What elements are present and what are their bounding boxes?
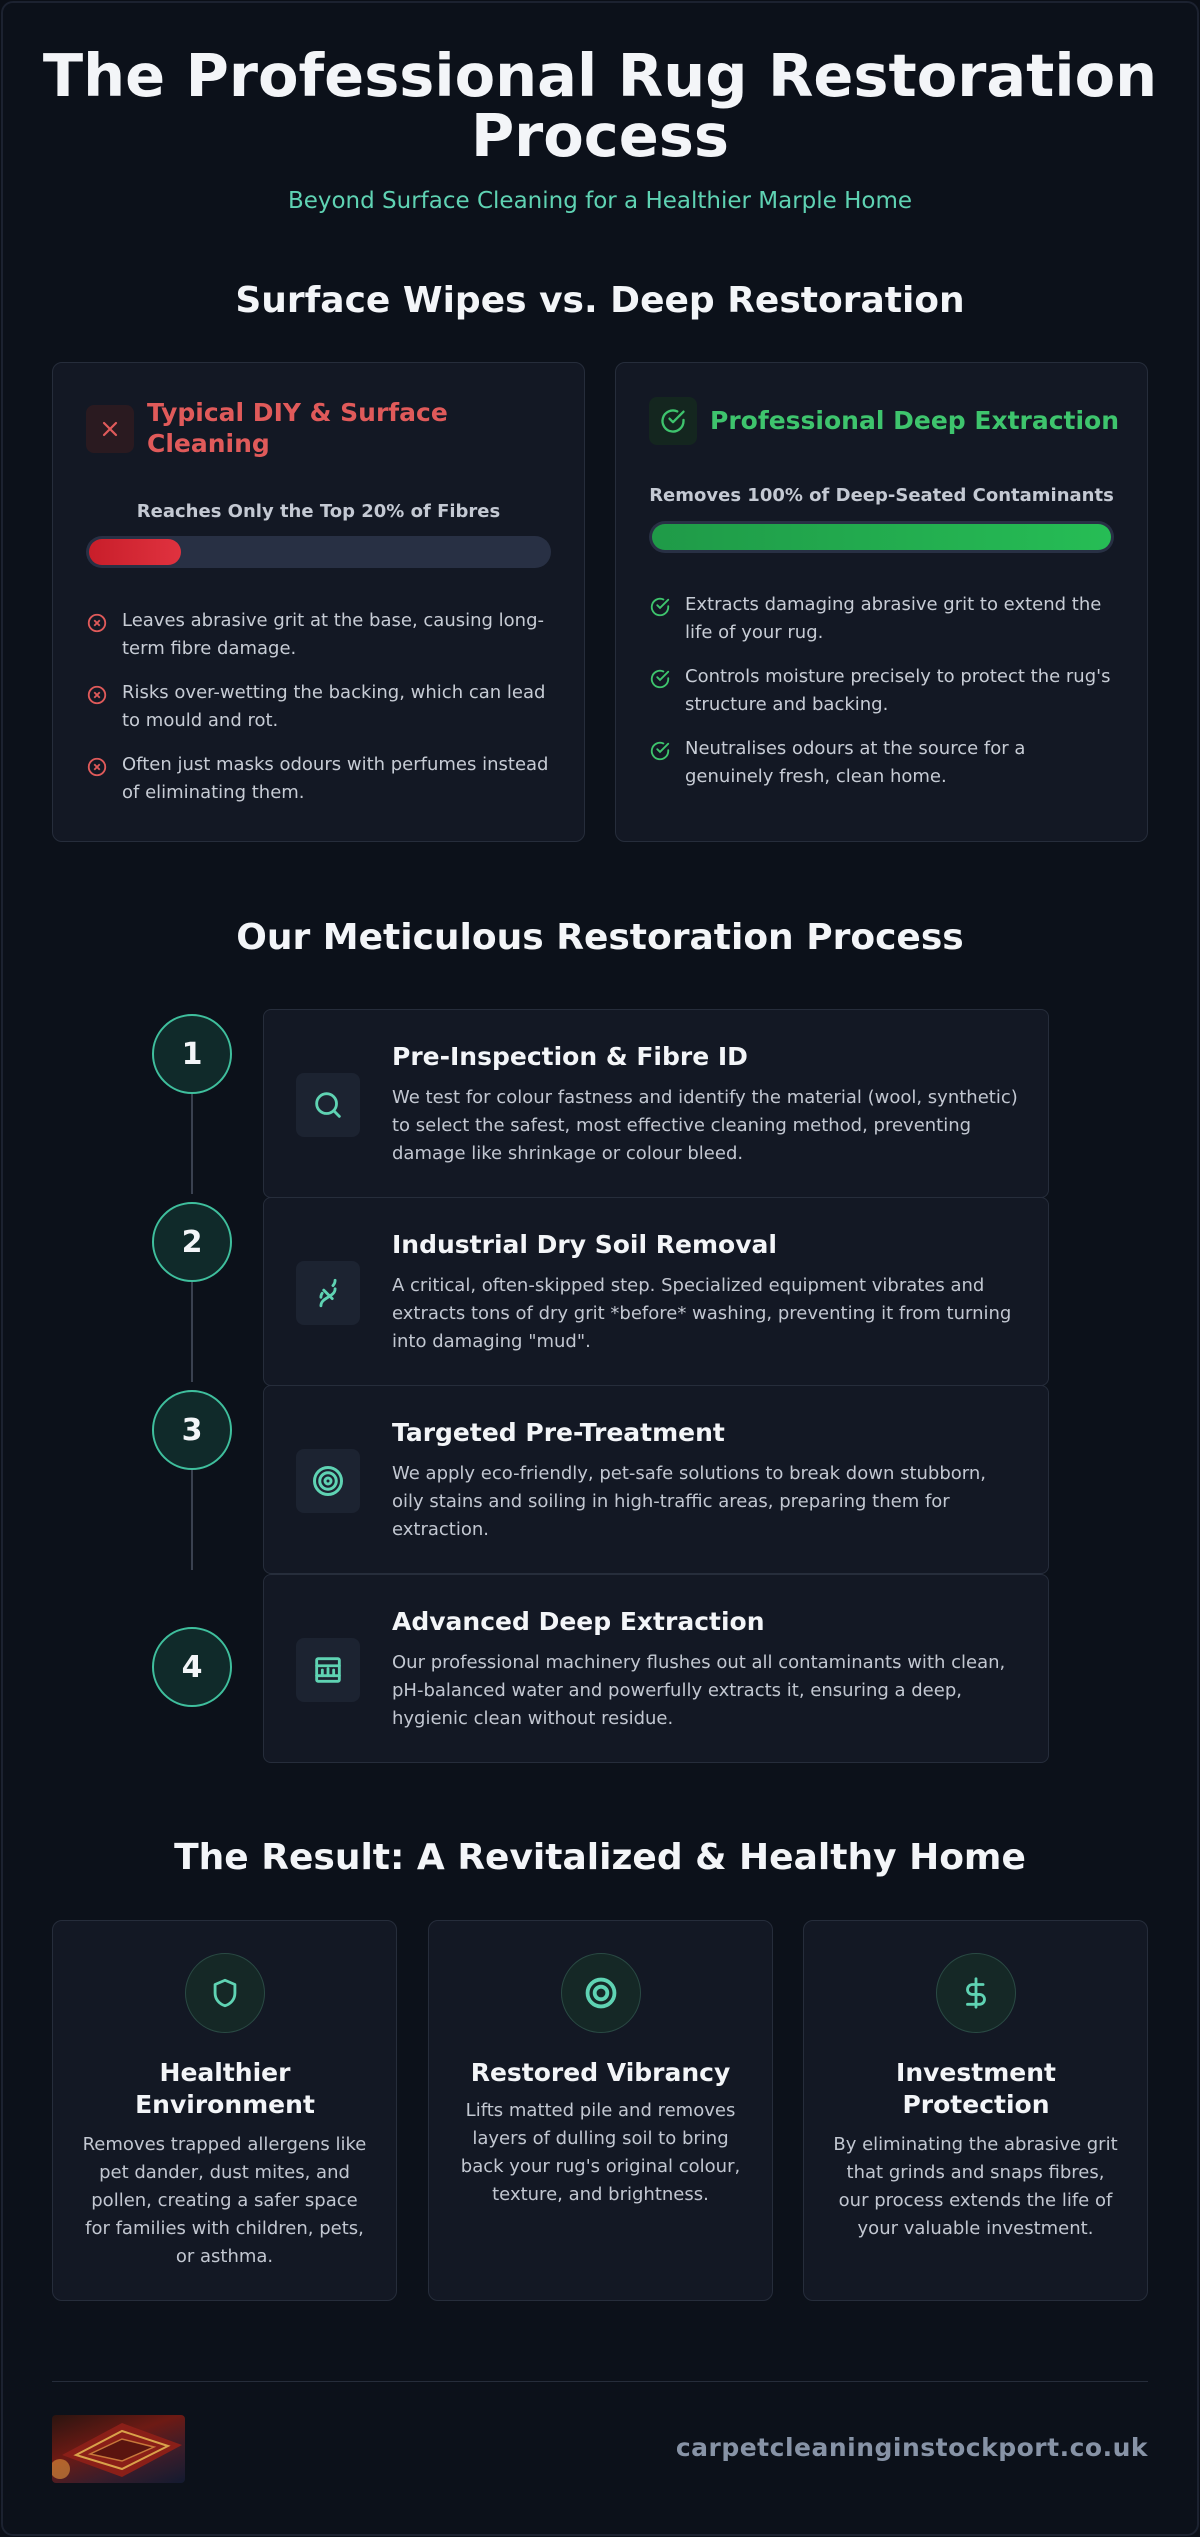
check-circle-icon [650,597,670,617]
result-title: Investment Protection [896,2058,1056,2119]
pro-progress-bar [649,521,1114,553]
result-card: Restored Vibrancy Lifts matted pile and … [428,1920,773,2301]
step-title: Advanced Deep Extraction [392,1607,765,1636]
pro-list: Extracts damaging abrasive grit to exten… [649,591,1117,807]
page-title: The Professional Rug Restoration Process [42,41,1158,170]
result-title: Restored Vibrancy [470,2058,731,2087]
pro-bar-label: Removes 100% of Deep-Seated Contaminants [649,485,1114,506]
step-number: 4 [152,1627,232,1707]
step-description: Our professional machinery flushes out a… [392,1652,1006,1729]
shield-icon [185,1953,265,2033]
pro-progress-fill [652,524,1111,550]
step-title: Targeted Pre-Treatment [392,1418,725,1447]
step-card: Pre-Inspection & Fibre ID We test for co… [263,1009,1049,1198]
check-circle-icon [650,669,670,689]
step-description: We apply eco-friendly, pet-safe solution… [392,1463,987,1540]
list-item: Risks over-wetting the backing, which ca… [86,679,554,735]
list-item: Controls moisture precisely to protect t… [649,663,1117,719]
pro-card-title: Professional Deep Extraction [710,406,1120,435]
footer-website-link[interactable]: carpetcleaninginstockport.co.uk [675,2433,1148,2462]
diy-bar-label: Reaches Only the Top 20% of Fibres [136,501,501,522]
diy-card-title: Typical DIY & Surface Cleaning [147,398,448,458]
step-card: Advanced Deep Extraction Our professiona… [263,1574,1049,1763]
diy-list: Leaves abrasive grit at the base, causin… [86,607,554,823]
x-circle-icon [87,685,107,705]
extractor-icon [296,1638,360,1702]
search-icon [296,1073,360,1137]
step-number: 2 [152,1202,232,1282]
target-icon [561,1953,641,2033]
target-icon [296,1449,360,1513]
rug-image [52,2415,185,2483]
timeline-connector [191,1470,193,1570]
x-circle-icon [87,613,107,633]
step-title: Pre-Inspection & Fibre ID [392,1042,748,1071]
step-title: Industrial Dry Soil Removal [392,1230,777,1259]
diy-progress-fill [89,539,181,565]
list-item: Neutralises odours at the source for a g… [649,735,1117,791]
comparison-section-title: Surface Wipes vs. Deep Restoration [235,280,965,321]
timeline-connector [191,1282,193,1382]
pro-card: Professional Deep Extraction Removes 100… [615,362,1148,842]
check-circle-icon [649,397,697,445]
result-description: By eliminating the abrasive grit that gr… [833,2134,1118,2239]
step-card: Industrial Dry Soil Removal A critical, … [263,1197,1049,1386]
dna-icon [296,1261,360,1325]
footer-divider [52,2381,1148,2382]
diy-progress-bar [86,536,551,568]
step-number: 3 [152,1390,232,1470]
x-icon [86,405,134,453]
list-item: Extracts damaging abrasive grit to exten… [649,591,1117,647]
results-section-title: The Result: A Revitalized & Healthy Home [174,1837,1026,1878]
process-section-title: Our Meticulous Restoration Process [236,917,964,958]
list-item: Leaves abrasive grit at the base, causin… [86,607,554,663]
result-card: Investment Protection By eliminating the… [803,1920,1148,2301]
result-description: Lifts matted pile and removes layers of … [460,2100,741,2205]
result-title: Healthier Environment [135,2058,315,2119]
page-subtitle: Beyond Surface Cleaning for a Healthier … [287,188,913,214]
timeline-connector [191,1094,193,1194]
step-number: 1 [152,1014,232,1094]
step-card: Targeted Pre-Treatment We apply eco-frie… [263,1385,1049,1574]
dollar-icon [936,1953,1016,2033]
list-item: Often just masks odours with perfumes in… [86,751,554,807]
result-description: Removes trapped allergens like pet dande… [82,2134,367,2267]
step-description: A critical, often-skipped step. Speciali… [392,1275,1012,1352]
step-description: We test for colour fastness and identify… [392,1087,1018,1164]
result-card: Healthier Environment Removes trapped al… [52,1920,397,2301]
check-circle-icon [650,741,670,761]
x-circle-icon [87,757,107,777]
diy-card: Typical DIY & Surface Cleaning Reaches O… [52,362,585,842]
